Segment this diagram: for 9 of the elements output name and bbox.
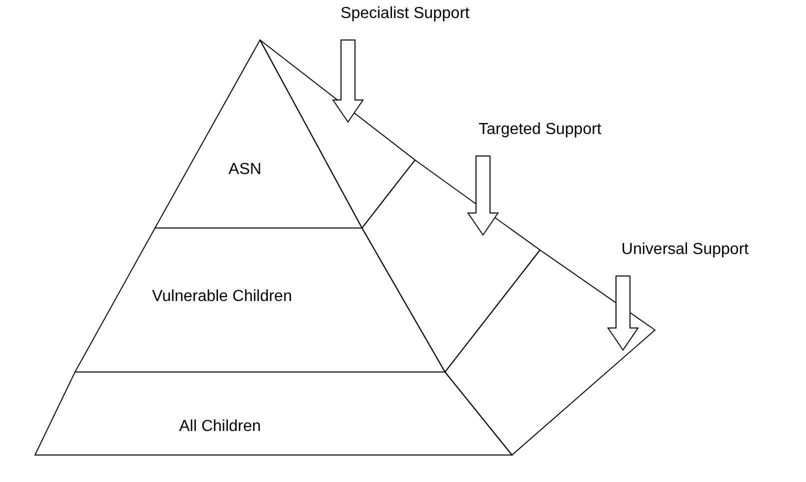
tier-label: ASN <box>228 161 262 179</box>
block-arrow <box>607 276 639 351</box>
support-label: Universal Support <box>621 241 749 259</box>
block-arrow <box>332 40 364 123</box>
support-label: Specialist Support <box>340 5 470 23</box>
tier-label: All Children <box>179 418 261 436</box>
block-arrow <box>467 156 499 236</box>
support-label: Targeted Support <box>478 121 602 139</box>
tier-label: Vulnerable Children <box>152 288 292 306</box>
